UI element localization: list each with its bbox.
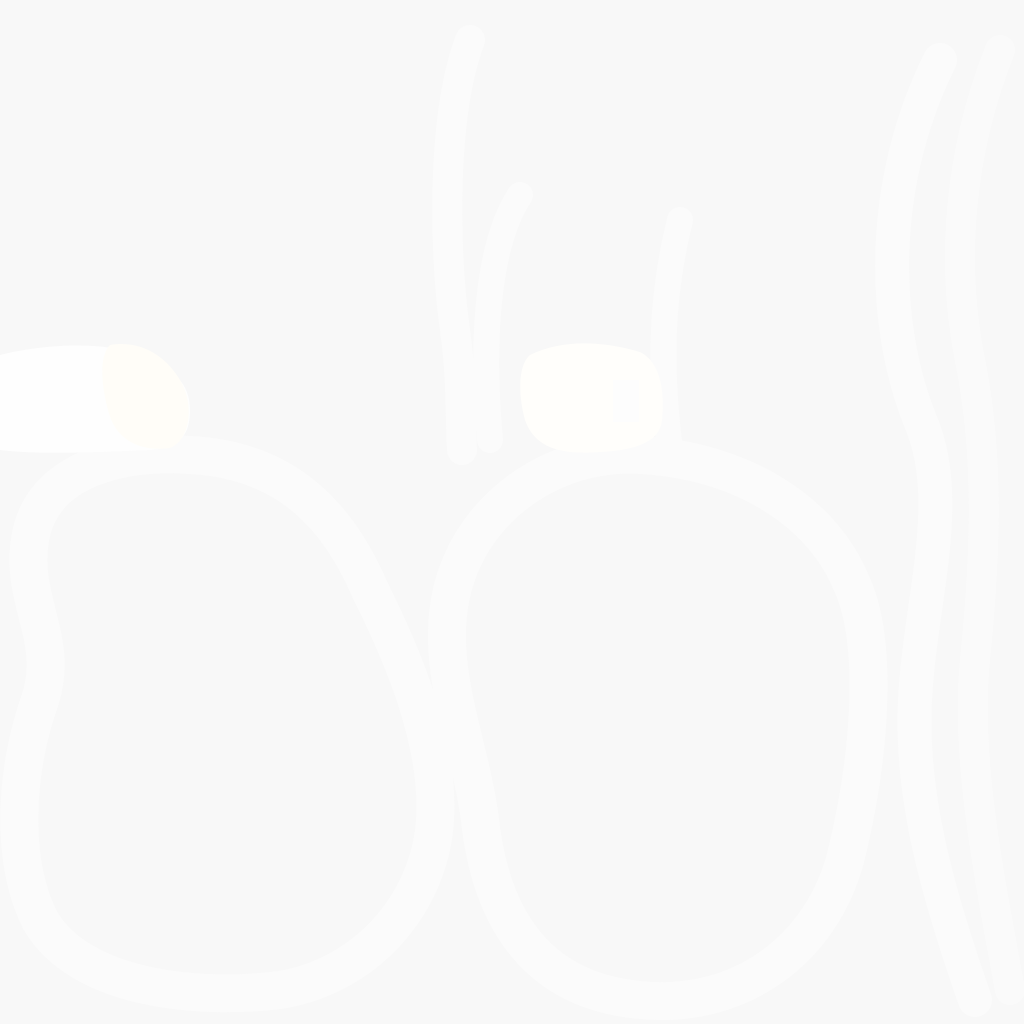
center-stem-branch xyxy=(473,182,533,453)
right-wavy-stroke-2 xyxy=(945,35,1024,1005)
center-stem-left xyxy=(432,25,485,465)
right-wavy-stroke-1 xyxy=(875,43,992,1017)
center-highlight-blob xyxy=(520,343,663,453)
center-small-rect xyxy=(613,380,639,422)
left-warm-highlight xyxy=(102,344,189,449)
left-round-shape xyxy=(0,435,455,1013)
center-round-shape xyxy=(427,435,888,1021)
center-stem-right xyxy=(650,207,693,463)
